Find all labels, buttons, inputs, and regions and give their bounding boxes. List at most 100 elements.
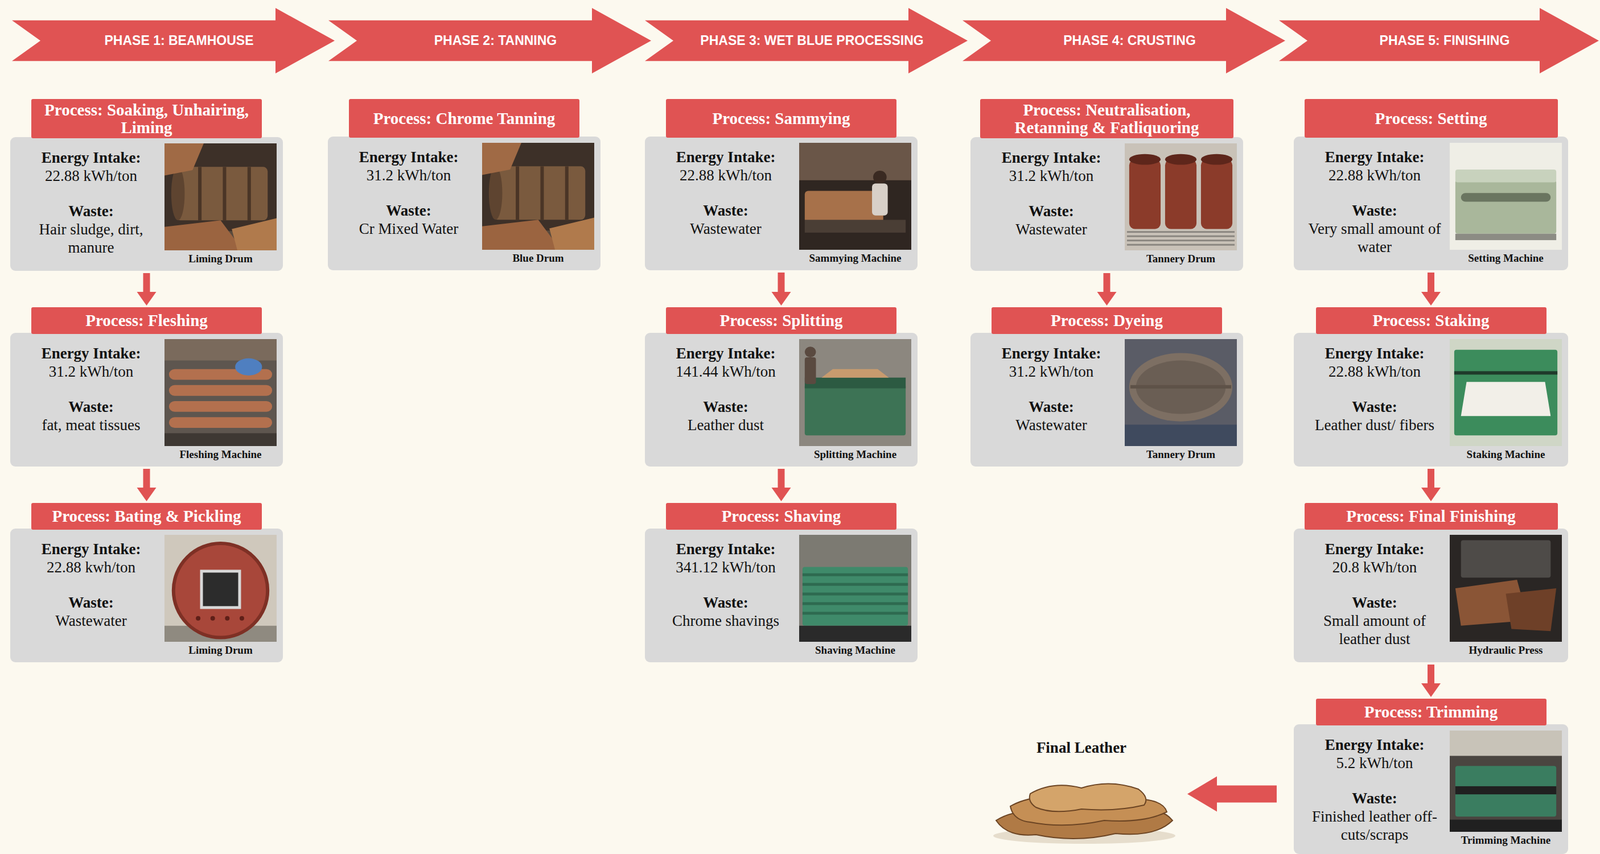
photo-detail [1127, 235, 1235, 238]
photo-detail [799, 626, 912, 643]
process-panel: Energy Intake:31.2 kWh/tonWaste:Cr Mixed… [327, 136, 601, 271]
arrow-stem [778, 469, 785, 489]
arrow-stem [778, 272, 785, 294]
photo-detail [1449, 730, 1562, 833]
field-label: Waste: [23, 202, 159, 221]
photo-detail [164, 143, 204, 176]
photo-detail [1461, 192, 1552, 202]
photo-detail [549, 218, 595, 250]
field-label: Waste: [658, 201, 793, 220]
process-card: Energy Intake:31.2 kWh/tonWaste:Wastewat… [970, 99, 1244, 271]
field-label: Waste: [23, 397, 159, 417]
field-value: Leather dust [658, 416, 793, 435]
process-title: Process: Soaking, Unhairing, Liming [36, 101, 257, 137]
info-column: Energy Intake:22.88 kWh/tonWaste:Leather… [1307, 344, 1442, 435]
photo-detail [802, 602, 908, 606]
info-column: Energy Intake:22.88 kWh/tonWaste:Very sm… [1307, 147, 1442, 257]
machine-caption: Liming Drum [188, 252, 253, 266]
photo-detail [804, 219, 906, 233]
arrow-head [1187, 776, 1217, 813]
process-tab: Process: Setting [1304, 99, 1558, 138]
process-panel: Energy Intake:31.2 kWh/tonWaste:Wastewat… [970, 332, 1244, 467]
photo-detail [799, 339, 912, 447]
caption-holder: Shaving Machine [793, 644, 917, 657]
photo-detail [873, 170, 887, 184]
caption-holder: Trimming Machine [1444, 834, 1568, 847]
field-value: 22.88 kWh/ton [23, 166, 159, 185]
info-column: Energy Intake:22.88 kwh/tonWaste:Wastewa… [23, 540, 159, 631]
photo-detail [488, 166, 503, 220]
phase-arrow: PHASE 2: TANNING [328, 7, 652, 74]
machine-photo [482, 142, 595, 250]
photo-detail [1455, 233, 1557, 241]
process-card: Energy Intake:31.2 kWh/tonWaste:fat, mea… [10, 307, 283, 467]
caption-holder: Liming Drum [158, 644, 283, 657]
photo-detail [482, 219, 561, 250]
caption-holder: Setting Machine [1444, 252, 1568, 265]
info-column: Energy Intake:141.44 kWh/tonWaste:Leathe… [658, 344, 793, 435]
photo-detail [164, 220, 244, 251]
process-title: Process: Trimming [1364, 703, 1498, 721]
connector [1187, 776, 1277, 813]
arrow-head [137, 487, 157, 502]
photo-detail [169, 401, 273, 413]
caption-holder: Blue Drum [476, 252, 600, 265]
photo-detail [222, 166, 226, 221]
connector [1421, 664, 1441, 698]
arrow-stem [1103, 273, 1111, 294]
machine-caption: Trimming Machine [1461, 834, 1551, 847]
field-value: 31.2 kWh/ton [984, 166, 1119, 185]
phase-arrow: PHASE 1: BEAMHOUSE [11, 7, 335, 74]
machine-photo [799, 142, 912, 250]
field-value: 22.88 kWh/ton [1307, 362, 1442, 381]
photo-detail [1454, 350, 1558, 436]
phase-label: PHASE 4: CRUSTING [1051, 33, 1196, 49]
info-column: Energy Intake:22.88 kWh/tonWaste:Wastewa… [658, 147, 793, 238]
field-value: Finished leather off-cuts/scraps [1307, 807, 1442, 845]
machine-caption: Staking Machine [1466, 448, 1546, 462]
photo-detail [1455, 766, 1557, 817]
photo-detail [802, 573, 908, 577]
photo-detail [169, 417, 273, 429]
field-value: Wastewater [984, 220, 1119, 239]
field-label: Energy Intake: [658, 147, 793, 167]
process-panel: Energy Intake:22.88 kWh/tonWaste:Very sm… [1293, 136, 1569, 271]
process-card: Energy Intake:341.12 kWh/tonWaste:Chrome… [644, 503, 918, 663]
photo-detail [804, 377, 906, 389]
photo-detail [799, 142, 912, 181]
process-tab: Process: Soaking, Unhairing, Liming [31, 99, 262, 139]
field-label: Waste: [1307, 593, 1442, 612]
machine-photo [799, 339, 912, 447]
arrow-head [771, 487, 792, 502]
process-panel: Energy Intake:141.44 kWh/tonWaste:Leathe… [644, 332, 918, 467]
info-column: Energy Intake:341.12 kWh/tonWaste:Chrome… [658, 540, 793, 631]
process-tab: Process: Fleshing [31, 307, 262, 335]
photo-detail [799, 142, 912, 250]
photo-detail [540, 166, 544, 220]
photo-detail [1449, 535, 1562, 643]
caption-holder: Tannery Drum [1119, 252, 1243, 266]
caption-holder: Sammying Machine [793, 252, 917, 265]
phase-label: PHASE 1: BEAMHOUSE [93, 33, 254, 49]
photo-detail [804, 357, 817, 385]
photo-detail [173, 543, 268, 638]
field-label: Energy Intake: [984, 344, 1119, 363]
photo-detail [1129, 159, 1161, 229]
photo-detail [201, 571, 240, 608]
process-tab: Process: Chrome Tanning [348, 99, 580, 138]
phase-label: PHASE 5: FINISHING [1368, 33, 1511, 49]
photo-detail [804, 384, 906, 436]
photo-detail [802, 583, 908, 587]
process-panel: Energy Intake:20.8 kWh/tonWaste:Small am… [1293, 528, 1569, 663]
machine-caption: Liming Drum [188, 644, 253, 657]
machine-caption: Shaving Machine [815, 644, 896, 657]
photo-detail [164, 535, 277, 643]
caption-holder: Tannery Drum [1119, 448, 1243, 462]
phase-arrow-fill [644, 7, 968, 74]
field-label: Energy Intake: [23, 148, 159, 167]
photo-detail [1200, 154, 1233, 166]
process-card: Energy Intake:22.88 kWh/tonWaste:Very sm… [1293, 99, 1569, 271]
photo-detail [1127, 239, 1235, 242]
process-title: Process: Chrome Tanning [373, 109, 556, 127]
